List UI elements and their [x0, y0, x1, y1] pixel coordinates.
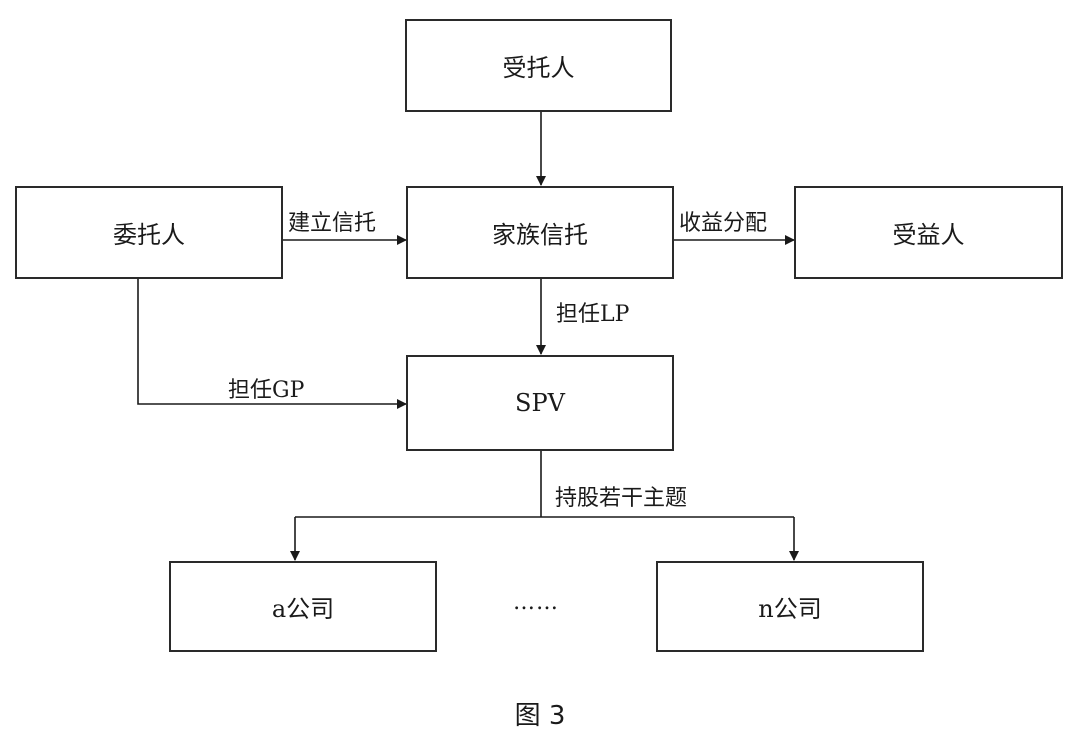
edge-label-serve-lp: 担任LP: [556, 302, 630, 327]
edge-label-establish-trust: 建立信托: [288, 211, 377, 236]
node-settlor: 委托人: [15, 186, 283, 279]
figure-caption: 图 3: [514, 701, 566, 731]
ellipsis: ……: [513, 590, 559, 615]
edge-label-hold-shares: 持股若干主题: [555, 486, 688, 511]
node-spv: SPV: [406, 355, 674, 451]
edge-label-serve-gp: 担任GP: [228, 378, 305, 403]
node-beneficiary: 受益人: [794, 186, 1063, 279]
arrow-settlor-to-spv: [137, 279, 407, 409]
node-company-a: a公司: [169, 561, 437, 652]
node-trustee: 受托人: [405, 19, 672, 112]
edge-label-income-distribution: 收益分配: [679, 211, 768, 236]
node-company-n: n公司: [656, 561, 924, 652]
node-family-trust: 家族信托: [406, 186, 674, 279]
